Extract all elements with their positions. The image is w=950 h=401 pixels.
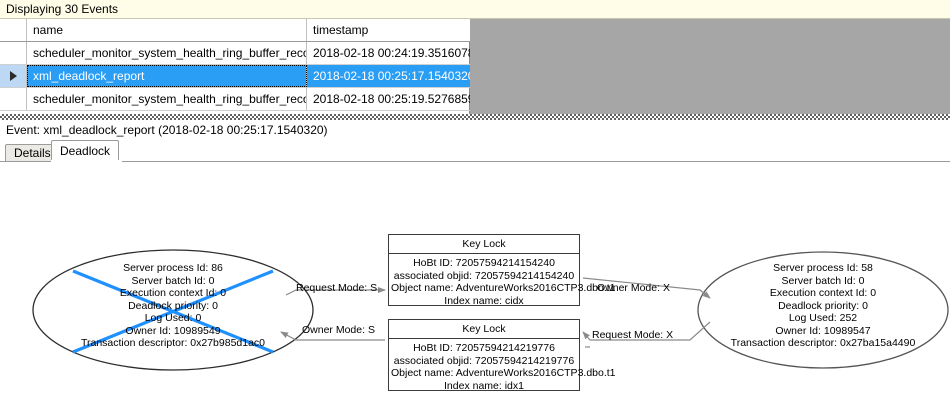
events-grid[interactable]: name timestamp scheduler_monitor_system_… — [0, 19, 470, 114]
edge-victim-owner-bottom-line — [280, 331, 385, 341]
edge-victim-request-top-line — [285, 287, 386, 296]
events-grid-header-row: name timestamp — [0, 19, 470, 42]
survivor-line-2: Execution context Id: 0 — [769, 287, 877, 299]
event-detail-title: Event: xml_deadlock_report (2018-02-18 0… — [6, 123, 328, 137]
key-lock-top-node[interactable]: Key Lock HoBt ID: 72057594214154240 asso… — [388, 234, 616, 307]
cell-event-timestamp[interactable]: 2018-02-18 00:25:17.1540320 — [307, 65, 470, 87]
survivor-line-1: Server batch Id: 0 — [781, 274, 865, 287]
deadlock-tab-panel: Server process Id: 86 Server batch Id: 0… — [0, 161, 950, 400]
column-header-timestamp[interactable]: timestamp — [313, 23, 369, 37]
active-tab-seam — [51, 160, 122, 162]
surviving-process-ellipse — [697, 251, 949, 369]
deadlock-graph-svg — [32, 249, 949, 371]
events-count-label: Displaying 30 Events — [6, 2, 119, 16]
victim-line-3: Deadlock priority: 0 — [128, 299, 218, 312]
splitter-grip[interactable] — [0, 114, 950, 120]
victim-line-5: Owner Id: 10989549 — [125, 324, 221, 337]
victim-line-2: Execution context Id: 0 — [119, 287, 227, 299]
survivor-line-3: Deadlock priority: 0 — [778, 299, 868, 312]
key-lock-bottom-title: Key Lock — [389, 320, 579, 339]
key-lock-top-line-3: Index name: cidx — [444, 294, 524, 307]
key-lock-bottom-line-1: associated objid: 72057594214219776 — [393, 354, 575, 367]
cell-event-name[interactable]: xml_deadlock_report — [27, 65, 307, 87]
victim-line-6: Transaction descriptor: 0x27b985d1ac0 — [80, 337, 266, 349]
survivor-line-4: Log Used: 252 — [788, 312, 858, 324]
cell-event-name[interactable]: scheduler_monitor_system_health_ring_buf… — [27, 88, 307, 110]
tab-deadlock[interactable]: Deadlock — [51, 140, 120, 162]
victim-line-1: Server batch Id: 0 — [131, 274, 215, 287]
row-selector-header-cell — [0, 19, 27, 41]
victim-line-0: Server process Id: 86 — [123, 262, 223, 274]
key-lock-bottom-node[interactable]: Key Lock HoBt ID: 72057594214219776 asso… — [388, 319, 616, 392]
tab-details[interactable]: Details — [5, 144, 60, 162]
edge-label-owner-mode-x: Owner Mode: X — [597, 282, 670, 294]
table-row[interactable]: scheduler_monitor_system_health_ring_buf… — [0, 42, 470, 65]
detail-tabstrip: Details Deadlock — [0, 140, 950, 162]
edge-label-request-mode-x: Request Mode: X — [592, 329, 674, 341]
events-grid-area: name timestamp scheduler_monitor_system_… — [0, 19, 950, 114]
table-row-selected[interactable]: xml_deadlock_report 2018-02-18 00:25:17.… — [0, 65, 470, 88]
edge-survivor-request-bottom-line — [582, 321, 711, 341]
status-caption-bar: Displaying 30 Events — [0, 0, 950, 19]
key-lock-top-body: HoBt ID: 72057594214154240 associated ob… — [389, 254, 616, 310]
surviving-process-details: Server process Id: 58 Server batch Id: 0… — [713, 262, 933, 350]
key-lock-bottom-line-3: Index name: idx1 — [444, 379, 524, 392]
deadlock-graph-canvas[interactable]: Server process Id: 86 Server batch Id: 0… — [0, 162, 950, 401]
victim-cross-line-2 — [72, 269, 274, 354]
event-detail-header: Event: xml_deadlock_report (2018-02-18 0… — [0, 120, 950, 140]
horizontal-splitter[interactable] — [0, 114, 950, 120]
edge-label-request-mode-s: Request Mode: S — [296, 282, 378, 294]
row-selector-cell[interactable] — [0, 88, 27, 110]
victim-line-4: Log Used: 0 — [144, 312, 202, 324]
survivor-line-6: Transaction descriptor: 0x27ba15a4490 — [730, 337, 916, 349]
row-selector-triangle-icon — [10, 71, 17, 81]
tab-deadlock-label: Deadlock — [60, 144, 111, 158]
key-lock-top-line-2: Object name: AdventureWorks2016CTP3.dbo.… — [391, 282, 616, 294]
row-selector-cell[interactable] — [0, 65, 27, 87]
edge-label-owner-mode-s: Owner Mode: S — [302, 324, 375, 336]
column-header-name[interactable]: name — [27, 19, 307, 41]
tab-details-label: Details — [14, 146, 51, 160]
key-lock-bottom-line-0: HoBt ID: 72057594214219776 — [413, 342, 555, 354]
cell-event-timestamp[interactable]: 2018-02-18 00:25:19.5276859 — [313, 92, 470, 106]
cell-event-timestamp[interactable]: 2018-02-18 00:24:19.3516078 — [313, 46, 470, 60]
key-lock-top-title: Key Lock — [389, 235, 579, 254]
cell-event-name[interactable]: scheduler_monitor_system_health_ring_buf… — [27, 42, 307, 64]
key-lock-bottom-body: HoBt ID: 72057594214219776 associated ob… — [389, 339, 616, 395]
key-lock-top-line-0: HoBt ID: 72057594214154240 — [413, 257, 555, 269]
edge-survivor-owner-top-line — [582, 277, 711, 299]
victim-process-details: Server process Id: 86 Server batch Id: 0… — [63, 262, 283, 350]
survivor-line-5: Owner Id: 10989547 — [775, 324, 871, 337]
key-lock-bottom-line-2: Object name: AdventureWorks2016CTP3.dbo.… — [391, 367, 616, 379]
table-row[interactable]: scheduler_monitor_system_health_ring_buf… — [0, 88, 470, 111]
row-selector-cell[interactable] — [0, 42, 27, 64]
key-lock-top-line-1: associated objid: 72057594214154240 — [393, 269, 575, 282]
survivor-line-0: Server process Id: 58 — [773, 262, 873, 274]
